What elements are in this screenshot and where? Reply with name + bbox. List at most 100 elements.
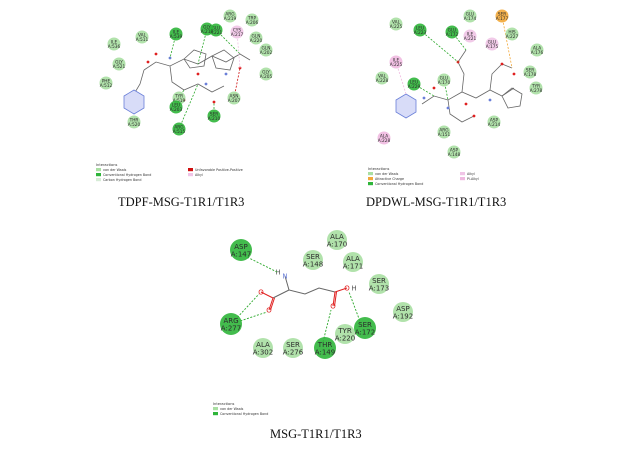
residue-number: A:170 (327, 240, 347, 248)
residue-disc (529, 81, 543, 95)
dpdwl-nitrogen-atom (446, 106, 450, 110)
tdpf-ligand-branch (169, 65, 225, 93)
residue-name: LEU (172, 102, 180, 108)
msg-nitrogen-atom: N (282, 273, 287, 281)
dpdwl-nitrogen-atom (422, 96, 426, 100)
residue-number: A:171 (343, 262, 363, 270)
residue-number: A:277 (221, 324, 241, 332)
residue-name: ARG (439, 127, 448, 133)
residue-name: ASN (230, 93, 239, 99)
msg-co-bond (260, 291, 274, 299)
msg-hydrogen-atom: H (275, 269, 280, 277)
residue-number: A:149 (315, 348, 335, 356)
residue-disc (375, 71, 389, 85)
legend-header: Interactions (96, 163, 117, 167)
dpdwl-nitrogen-atom (488, 98, 492, 102)
legend-label: van der Waals (375, 172, 399, 176)
residue-disc (127, 115, 141, 129)
legend-label: Conventional Hydrogen Bond (103, 173, 151, 177)
residue-disc (369, 274, 389, 294)
residue-number: A:219 (224, 16, 237, 22)
residue-name: SER (306, 253, 320, 261)
residue-name: GLY (203, 24, 211, 30)
residue-name: ALA (380, 133, 388, 139)
tdpf-oxygen-atom (212, 100, 216, 104)
residue-disc (487, 115, 501, 129)
residue-disc (437, 73, 451, 87)
residue-disc (389, 17, 403, 31)
tdpf-hbond-line (197, 28, 208, 65)
residue-disc (447, 145, 461, 159)
residue-name: THR (129, 117, 139, 123)
residue-number: A:229 (408, 84, 421, 90)
msg-co-bond (268, 297, 274, 311)
residue-number: A:227 (506, 34, 519, 40)
residue-disc (523, 65, 537, 79)
residue-number: A:151 (438, 132, 451, 138)
residue-name: ALA (330, 233, 344, 241)
residue-disc (389, 55, 403, 69)
legend-swatch (213, 407, 218, 411)
dpdwl-hbond-line (419, 29, 459, 63)
residue-disc (112, 57, 126, 71)
residue-name: TYR (531, 83, 540, 89)
residue-disc (230, 25, 244, 39)
residue-number: A:173 (369, 284, 389, 292)
legend-swatch (188, 173, 193, 177)
residue-number: A:207 (228, 98, 241, 104)
residue-name: GLU (448, 27, 457, 33)
residue-disc (505, 27, 519, 41)
msg-co-double-bond (334, 291, 337, 307)
residue-number: A:172 (355, 328, 375, 336)
residue-name: ALA (256, 341, 270, 349)
legend-swatch (96, 173, 101, 177)
residue-disc (445, 25, 459, 39)
residue-number: A:178 (524, 72, 537, 78)
msg-hbond-line (322, 309, 332, 343)
tdpf-ligand-backbone (143, 53, 251, 71)
residue-disc (485, 37, 499, 51)
legend-header: Interactions (213, 402, 234, 406)
legend-label: van der Waals (220, 407, 244, 411)
residue-name: TYR (174, 93, 183, 99)
legend-header: Interactions (368, 167, 389, 171)
legend-label: Alkyl (195, 173, 203, 177)
residue-number: A:218 (201, 29, 214, 35)
residue-name: ARG (174, 124, 183, 130)
dpdwl-oxygen-atom (500, 62, 504, 66)
residue-disc (227, 91, 241, 105)
dpdwl-ligand-sidechain (457, 49, 467, 93)
residue-name: GLU (440, 75, 449, 81)
tdpf-nitrogen-atom (204, 82, 208, 86)
dpdwl-interaction-diagram: GLUA:174VALA:225SERA:177LEUA:223GLUA:172… (368, 9, 544, 186)
residue-number: A:539 (170, 34, 183, 40)
residue-disc (327, 230, 347, 250)
msg-oxygen-atom: O (330, 303, 336, 311)
residue-disc (135, 30, 149, 44)
tdpf-hbond-line (215, 29, 241, 55)
legend-label: Pi-Alkyl (467, 177, 479, 181)
tdpf-oxygen-atom (146, 60, 150, 64)
